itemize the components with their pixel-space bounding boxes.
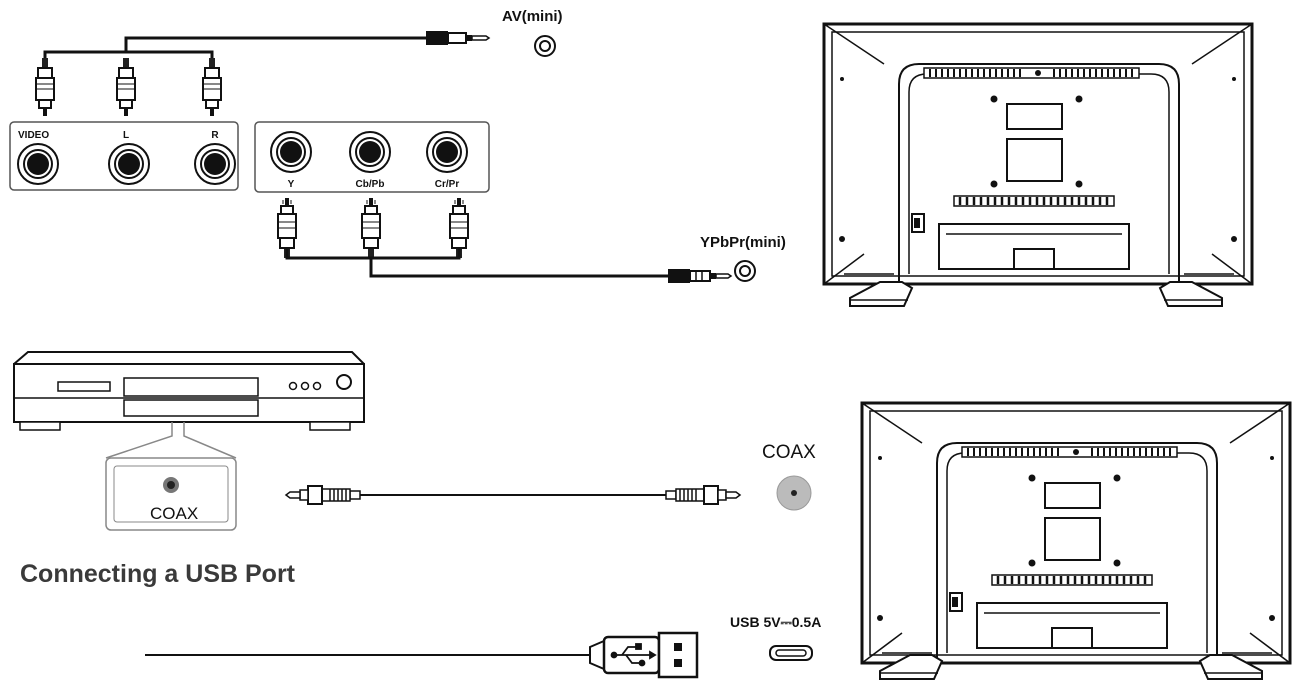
ypbpr-mini-socket [734,260,756,282]
cr-pr-jack [426,131,468,173]
usb-symbol-icon [610,643,657,667]
cr-pr-label: Cr/Pr [435,179,460,190]
video-jack [17,143,59,185]
ypbpr-mini-plug [668,269,733,283]
usb-port-label: USB 5V⎓0.5A [730,614,821,630]
r-jack [194,143,236,185]
cb-pb-jack [349,131,391,173]
usb-port-socket [769,645,813,661]
usb-section-heading: Connecting a USB Port [20,560,296,588]
dvd-coax-jack [163,477,179,493]
tv-coax-socket [776,475,812,511]
ypbpr-cable [277,197,733,283]
video-label: VIDEO [18,130,49,141]
usb-cable [145,631,699,679]
l-label: L [123,130,129,141]
cb-pb-label: Cb/Pb [356,179,385,190]
av-cable [35,31,491,117]
dvd-coax-label: COAX [150,504,198,523]
dvd-coax-callout: COAX [105,422,237,531]
dvd-player [13,351,365,431]
tv-rear-bottom [860,401,1292,680]
coax-cable [285,485,741,505]
ypbpr-input-panel: Y Cb/Pb Cr/Pr [254,121,490,193]
y-label: Y [288,179,295,190]
av-mini-socket [534,35,556,57]
av-input-panel: VIDEO L R [9,121,239,191]
r-label: R [211,130,219,141]
ypbpr-mini-label: YPbPr(mini) [700,234,786,251]
l-jack [108,143,150,185]
av-mini-plug [426,31,491,45]
av-mini-label: AV(mini) [502,8,563,25]
tv-coax-label: COAX [762,442,816,463]
y-jack [270,131,312,173]
tv-rear-top [822,22,1254,307]
